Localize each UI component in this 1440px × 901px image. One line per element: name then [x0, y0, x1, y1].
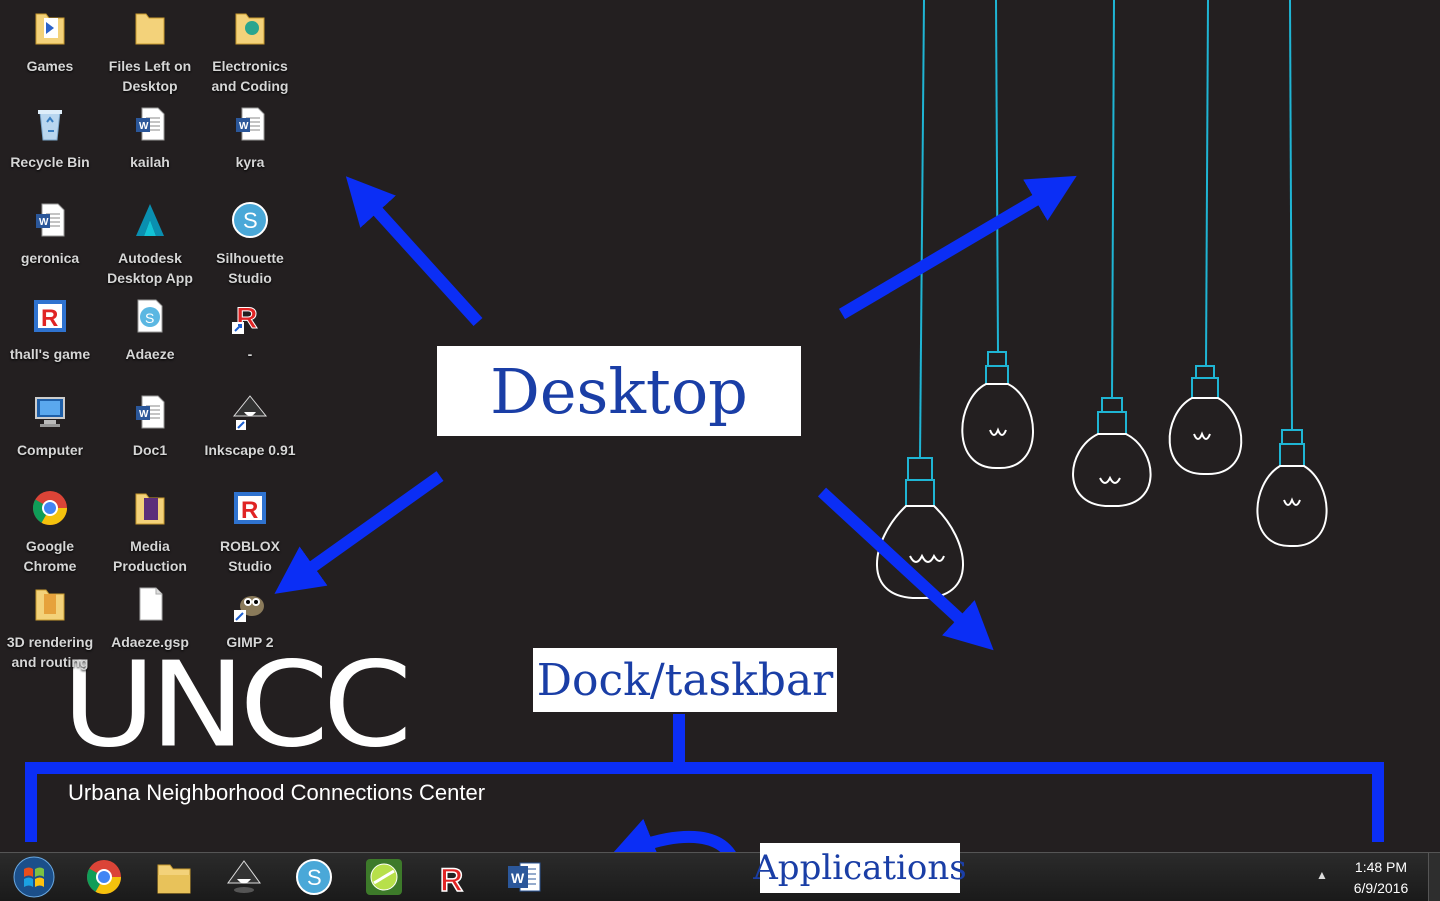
gimp-icon	[234, 596, 264, 622]
word-document-icon: W	[136, 107, 165, 141]
bracket-taskbar	[25, 762, 1384, 842]
desktop-icon-inkscape[interactable]: Inkscape 0.91	[200, 388, 300, 480]
inkscape-icon	[232, 395, 268, 430]
roblox-icon: R	[439, 861, 464, 897]
desktop-icon-kyra[interactable]: W kyra	[200, 100, 300, 192]
taskbar-inkscape[interactable]	[222, 857, 266, 897]
roblox-studio-icon: R	[234, 492, 266, 524]
taskbar[interactable]: S R W ▲ 1:48 PM 6/9/2016	[0, 852, 1440, 901]
clock[interactable]: 1:48 PM 6/9/2016	[1340, 857, 1422, 899]
desktop-icon-autodesk[interactable]: Autodesk Desktop App	[100, 196, 200, 288]
svg-text:W: W	[139, 121, 149, 132]
desktop-icon-silhouette[interactable]: S Silhouette Studio	[200, 196, 300, 288]
roblox-shortcut-icon: R	[232, 302, 259, 336]
wallpaper-bulbs	[876, 0, 1328, 600]
taskbar-file-explorer[interactable]	[152, 857, 196, 897]
dock-callout: Dock/taskbar	[533, 648, 837, 712]
blank-file-icon	[139, 587, 163, 621]
arrow-down-left	[274, 471, 444, 594]
desktop-icon-dash[interactable]: R -	[200, 292, 300, 384]
word-document-icon: W	[136, 395, 165, 429]
svg-text:W: W	[511, 870, 525, 886]
roblox-icon: R	[34, 300, 66, 332]
taskbar-silhouette[interactable]: S	[292, 857, 336, 897]
clock-date: 6/9/2016	[1353, 880, 1409, 896]
file-explorer-icon	[157, 864, 191, 894]
svg-text:W: W	[239, 121, 249, 132]
svg-text:R: R	[41, 305, 58, 332]
desktop-icon-adaeze-gsp[interactable]: Adaeze.gsp	[100, 580, 200, 672]
folder-icon	[35, 589, 65, 621]
desktop-icon-doc1[interactable]: W Doc1	[100, 388, 200, 480]
computer-icon	[35, 397, 65, 427]
desktop-icon-roblox-studio[interactable]: R ROBLOX Studio	[200, 484, 300, 576]
desktop-icon-computer[interactable]: Computer	[0, 388, 100, 480]
chrome-icon	[87, 860, 121, 894]
svg-text:R: R	[241, 497, 258, 524]
taskbar-lime-app[interactable]	[362, 857, 406, 897]
chrome-icon	[33, 491, 67, 525]
desktop[interactable]: UNCC Urbana Neighborhood Connections Cen…	[0, 0, 1440, 872]
desktop-icon-files-left[interactable]: Files Left on Desktop	[100, 4, 200, 96]
word-document-icon: W	[236, 107, 265, 141]
inkscape-icon	[227, 860, 261, 893]
silhouette-icon: S	[296, 859, 332, 895]
svg-text:R: R	[440, 862, 463, 897]
desktop-icon-media-production[interactable]: Media Production	[100, 484, 200, 576]
desktop-icon-games[interactable]: Games	[0, 4, 100, 96]
folder-icon	[35, 13, 65, 45]
desktop-callout: Desktop	[437, 346, 801, 436]
desktop-icon-google-chrome[interactable]: Google Chrome	[0, 484, 100, 576]
tray-expand-icon[interactable]: ▲	[1316, 868, 1328, 882]
svg-text:S: S	[307, 865, 322, 890]
silhouette-icon: S	[232, 202, 268, 238]
desktop-icon-gimp[interactable]: GIMP 2	[200, 580, 300, 672]
taskbar-roblox[interactable]: R	[432, 857, 476, 897]
folder-icon	[135, 493, 165, 525]
taskbar-chrome[interactable]	[82, 857, 126, 897]
svg-text:S: S	[243, 208, 258, 233]
start-button[interactable]	[8, 853, 60, 901]
desktop-icon-3d-rendering[interactable]: 3D rendering and routing	[0, 580, 100, 672]
show-desktop-button[interactable]	[1428, 853, 1440, 901]
folder-icon	[235, 13, 265, 45]
svg-text:W: W	[39, 217, 49, 228]
silhouette-document-icon: S	[137, 299, 163, 333]
desktop-icon-thalls-game[interactable]: R thall's game	[0, 292, 100, 384]
desktop-icon-electronics[interactable]: Electronics and Coding	[200, 4, 300, 96]
arrow-down-right	[817, 487, 994, 651]
autodesk-icon	[136, 204, 164, 236]
word-document-icon: W	[36, 203, 65, 237]
arrow-up-left	[345, 176, 483, 327]
applications-callout: Applications	[753, 843, 967, 893]
desktop-icon-recycle-bin[interactable]: Recycle Bin	[0, 100, 100, 192]
arrow-up-right	[838, 175, 1077, 320]
lime-app-icon	[366, 859, 402, 895]
word-icon: W	[508, 862, 541, 892]
wallpaper-title: UNCC	[62, 636, 412, 774]
svg-text:W: W	[139, 409, 149, 420]
desktop-icon-geronica[interactable]: W geronica	[0, 196, 100, 288]
desktop-icon-kailah[interactable]: W kailah	[100, 100, 200, 192]
recycle-bin-icon	[38, 110, 62, 141]
svg-text:S: S	[145, 310, 154, 326]
desktop-icon-adaeze[interactable]: S Adaeze	[100, 292, 200, 384]
taskbar-word[interactable]: W	[502, 857, 546, 897]
folder-icon	[135, 13, 165, 45]
clock-time: 1:48 PM	[1354, 859, 1408, 875]
wallpaper-subtitle: Urbana Neighborhood Connections Center	[68, 780, 486, 805]
start-orb-icon	[13, 856, 55, 898]
